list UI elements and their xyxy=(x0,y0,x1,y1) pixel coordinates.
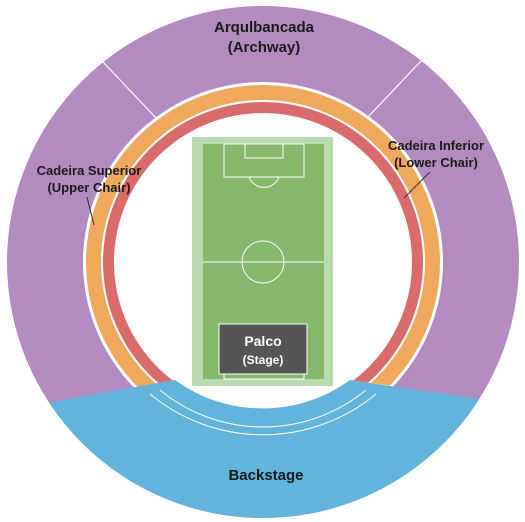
stage-sublabel: (Stage) xyxy=(243,353,284,367)
cadeira-superior-label: Cadeira Superior xyxy=(37,163,142,178)
stage[interactable]: Palco (Stage) xyxy=(218,323,308,375)
cadeira-inferior-sublabel: (Lower Chair) xyxy=(394,155,478,170)
backstage-arcs xyxy=(149,389,377,436)
stage-label: Palco xyxy=(244,333,281,349)
stage-box[interactable] xyxy=(218,323,308,375)
cadeira-inferior-label: Cadeira Inferior xyxy=(388,138,484,153)
backstage-label: Backstage xyxy=(228,467,303,484)
arquibancada-sublabel: (Archway) xyxy=(228,39,301,56)
cadeira-superior-pointer xyxy=(86,196,95,226)
cadeira-inferior-pointer xyxy=(403,171,431,199)
arquibancada-label: Arqulbancada xyxy=(214,19,315,36)
cadeira-superior-sublabel: (Upper Chair) xyxy=(47,180,130,195)
inner-floor xyxy=(175,380,350,409)
